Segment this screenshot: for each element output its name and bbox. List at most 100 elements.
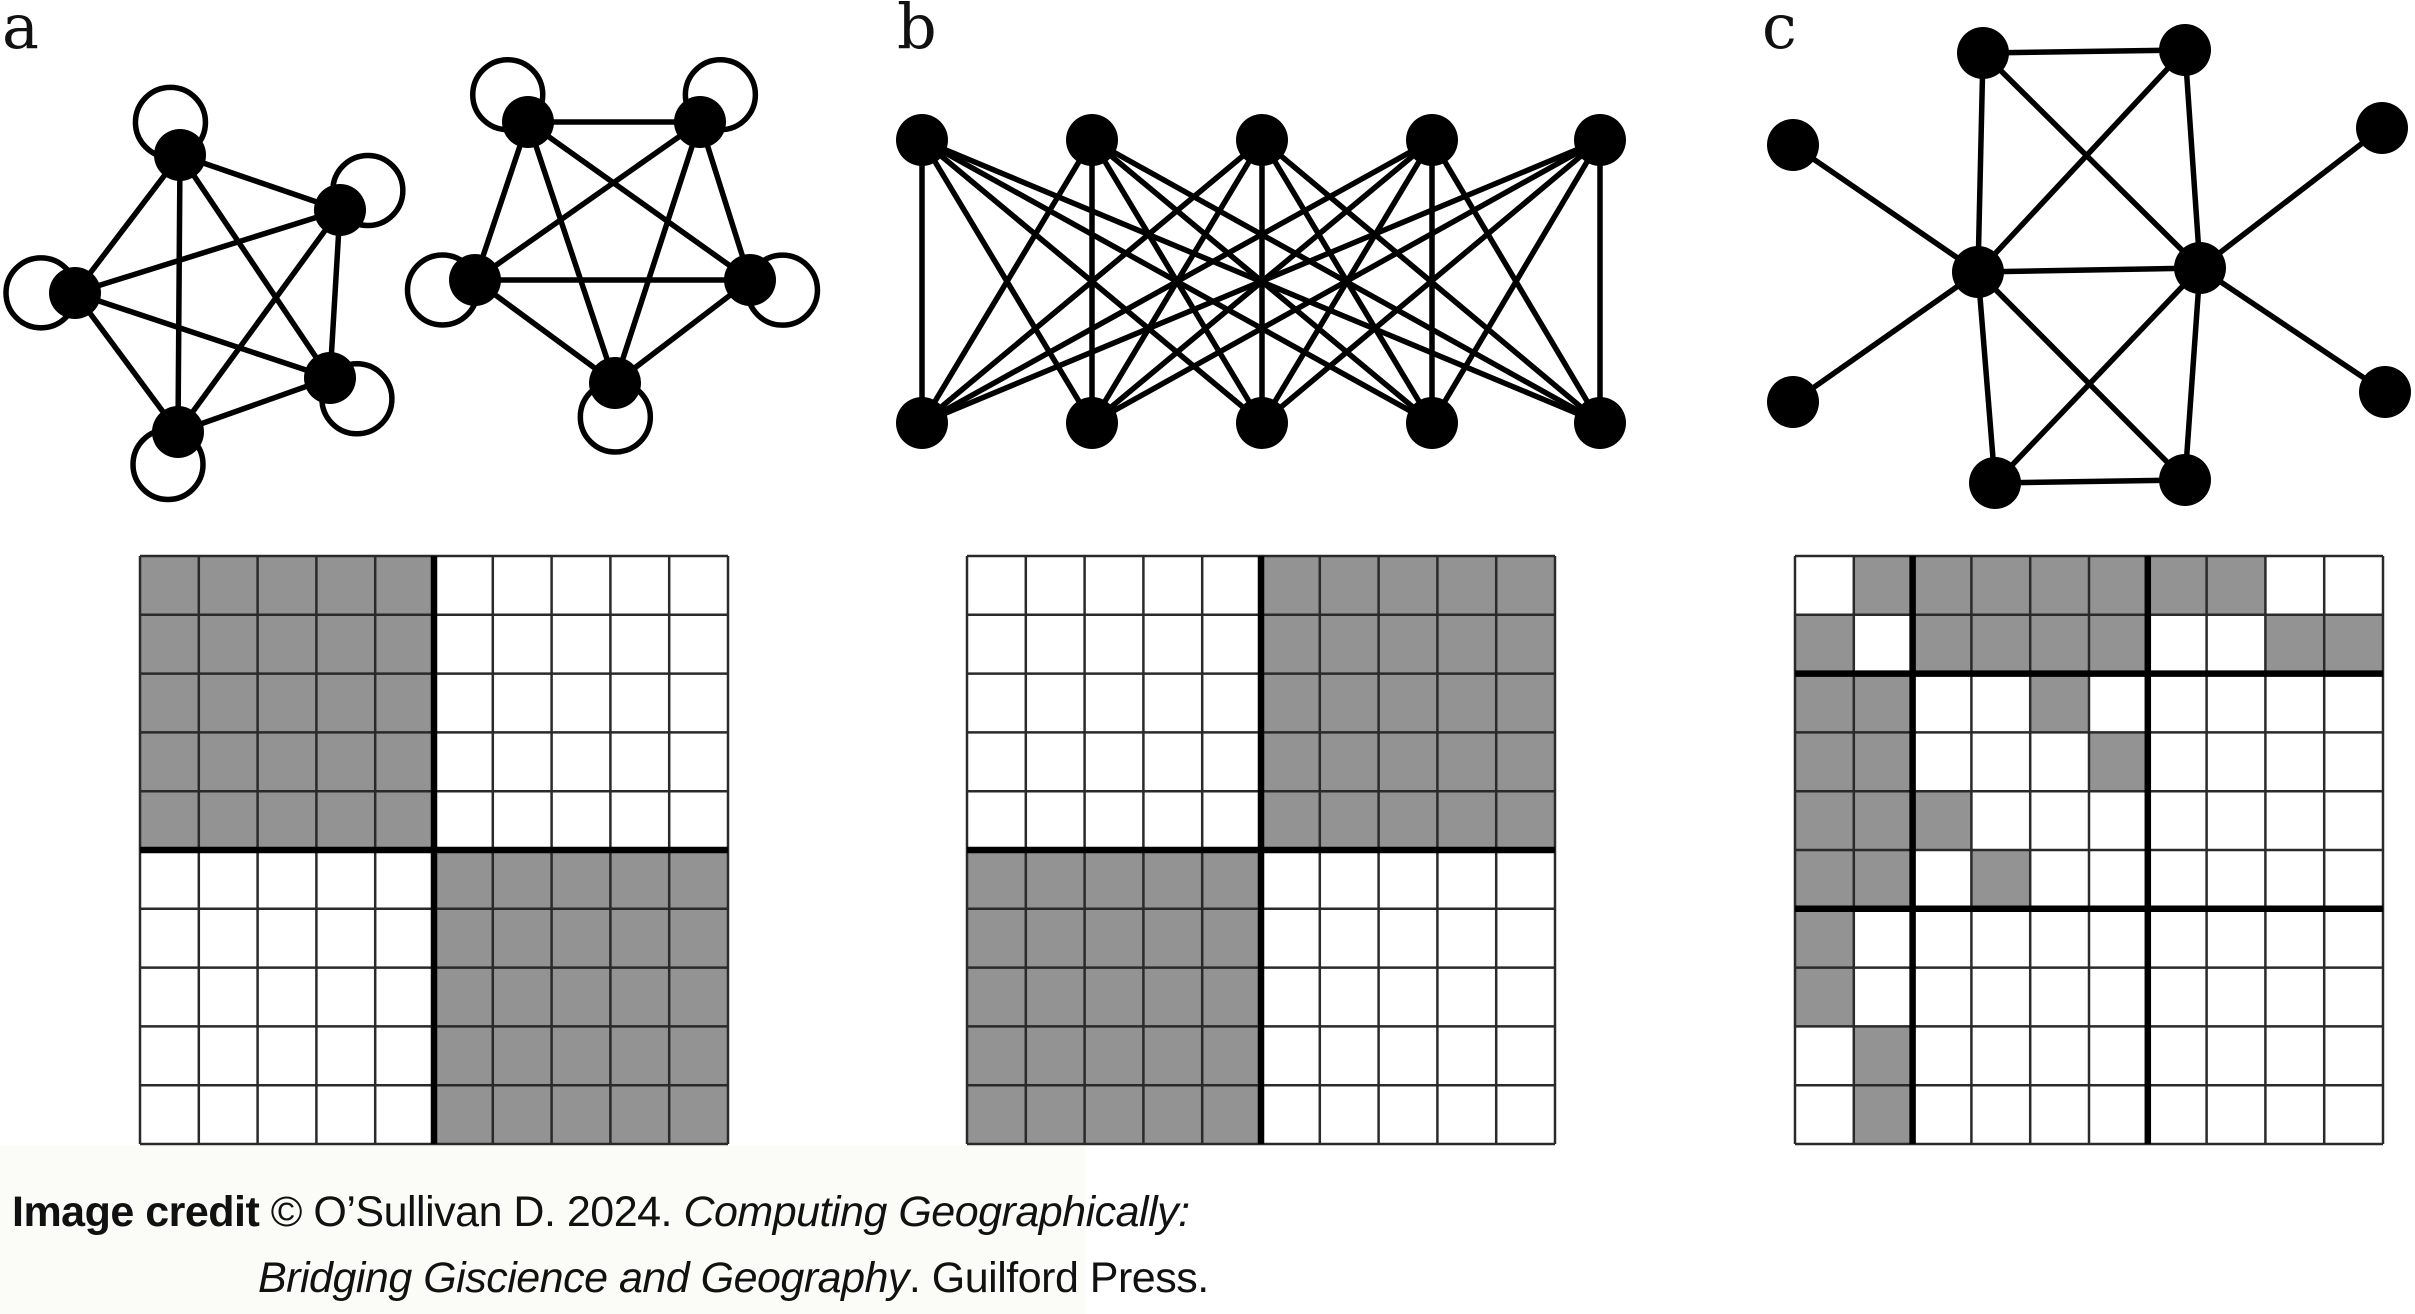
edge [327, 207, 343, 381]
matrix-cell [1912, 791, 1972, 850]
matrix-cell [140, 1085, 199, 1144]
matrix-cell [1853, 614, 1913, 674]
matrix-cell [2206, 556, 2266, 615]
matrix-cell [1084, 1026, 1144, 1086]
matrix-cell [2206, 614, 2266, 674]
graph-node [1236, 397, 1288, 449]
matrix-cell [1853, 556, 1913, 615]
matrix-cell [257, 967, 317, 1027]
matrix-cell [2324, 1026, 2383, 1086]
matrix-cell [967, 850, 1026, 909]
matrix-cell [1202, 1085, 1261, 1144]
matrix-cell [1437, 556, 1497, 615]
matrix-cell [551, 791, 611, 850]
matrix-cell [1971, 556, 2031, 615]
matrix-cell [1261, 614, 1320, 674]
matrix-cell [316, 967, 376, 1027]
matrix-cell [2265, 850, 2325, 909]
matrix-cell [257, 850, 317, 909]
matrix-cell [198, 850, 258, 909]
edge [175, 207, 343, 435]
matrix-cell [2089, 732, 2148, 792]
matrix-cell [1261, 673, 1320, 733]
matrix-cell [492, 556, 552, 615]
matrix-cell [316, 732, 376, 792]
matrix-cell [257, 732, 317, 792]
matrix-cell [2030, 791, 2089, 850]
matrix-cell [2147, 614, 2207, 674]
matrix-cell [2324, 791, 2383, 850]
matrix-cell [2265, 614, 2325, 674]
matrix-cell [967, 673, 1026, 733]
matrix-cell [492, 967, 552, 1027]
matrix-cell [1261, 1085, 1320, 1144]
matrix-cell [551, 673, 611, 733]
matrix-cell [140, 850, 199, 909]
matrix-cell [967, 732, 1026, 792]
matrix-cell [316, 850, 376, 909]
matrix-cell [1025, 556, 1085, 615]
matrix-cell [140, 614, 199, 674]
matrix-cell [1853, 673, 1913, 733]
matrix-cell [1084, 673, 1144, 733]
matrix-cell [1496, 850, 1555, 909]
matrix-cell [1202, 967, 1261, 1027]
matrix-cell [2206, 1085, 2266, 1144]
matrix-cell [1912, 967, 1972, 1027]
edge [175, 152, 183, 435]
matrix-cell [669, 908, 728, 968]
matrix-cell [257, 614, 317, 674]
panel-b: b [896, 0, 1626, 1146]
matrix-cell [2324, 1085, 2383, 1144]
matrix-cell [2265, 967, 2325, 1027]
matrix-cell [1437, 1026, 1497, 1086]
matrix-cell [610, 673, 670, 733]
matrix-cell [1378, 1026, 1438, 1086]
edge [2182, 47, 2203, 271]
matrix-cell [1795, 908, 1854, 968]
graph-node [589, 357, 641, 409]
matrix-cell [2089, 673, 2148, 733]
matrix-cell [1261, 908, 1320, 968]
matrix-cell [198, 1085, 258, 1144]
matrix-cell [1025, 1085, 1085, 1144]
matrix-cell [434, 850, 493, 909]
edge [1089, 137, 1603, 426]
matrix-cell [1202, 614, 1261, 674]
matrix-cell [1496, 556, 1555, 615]
edge [1975, 50, 1986, 275]
matrix-cell [1378, 850, 1438, 909]
matrix-cell [967, 791, 1026, 850]
matrix-cell [434, 732, 493, 792]
matrix-cell [140, 908, 199, 968]
matrix-cell [1143, 908, 1203, 968]
matrix-cell [2265, 1026, 2325, 1086]
matrix-cell [1795, 614, 1854, 674]
matrix-cell [316, 1026, 376, 1086]
matrix-cell [316, 556, 376, 615]
matrix-cell [1437, 732, 1497, 792]
matrix-cell [1496, 967, 1555, 1027]
matrix-cell [316, 614, 376, 674]
matrix-cell [1202, 791, 1261, 850]
matrix-cell [2324, 967, 2383, 1027]
matrix-cell [1143, 967, 1203, 1027]
edge [72, 290, 181, 435]
matrix-cell [1971, 967, 2031, 1027]
matrix-cell [1437, 791, 1497, 850]
adjacency-matrix-a [138, 554, 730, 1146]
edge [1992, 265, 2203, 486]
matrix-cell [2147, 1026, 2207, 1086]
matrix-cell [492, 850, 552, 909]
matrix-cell [198, 614, 258, 674]
matrix-cell [2324, 673, 2383, 733]
matrix-cell [1025, 732, 1085, 792]
matrix-cell [2089, 614, 2148, 674]
matrix-cell [2265, 791, 2325, 850]
matrix-cell [375, 732, 434, 792]
matrix-cell [1971, 791, 2031, 850]
edge [612, 277, 753, 386]
matrix-cell [434, 791, 493, 850]
matrix-cell [375, 614, 434, 674]
edge [525, 119, 618, 386]
